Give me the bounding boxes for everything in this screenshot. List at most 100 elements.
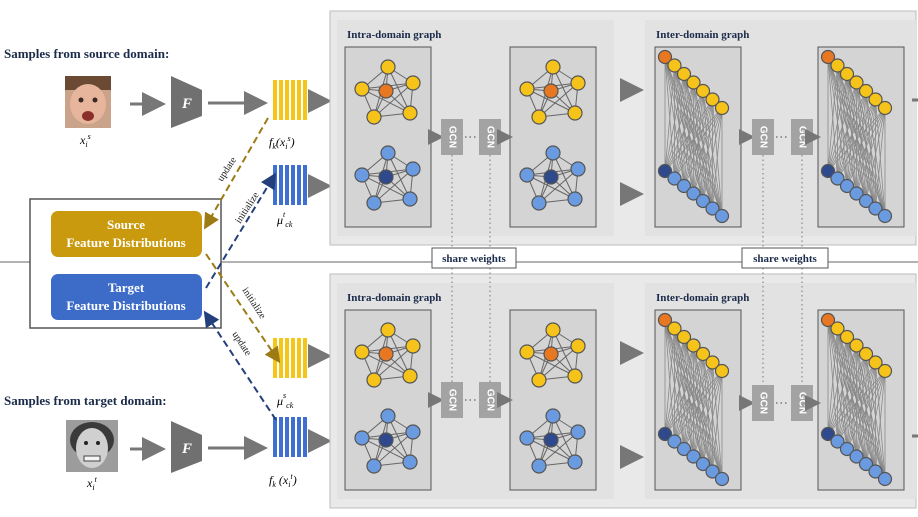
graph-node (380, 322, 396, 338)
feature-stack-target (273, 417, 307, 457)
feature-extractor-source: F (171, 76, 202, 128)
graph-node (686, 186, 701, 201)
graph-node (531, 372, 547, 388)
graph-node (667, 321, 682, 336)
intra-graph-source (354, 322, 421, 388)
svg-text:GCN: GCN (484, 126, 495, 148)
graph-node (657, 49, 673, 65)
graph-node (380, 59, 396, 75)
graph-node (714, 363, 730, 379)
feature-stack-source-mean (273, 338, 307, 378)
graph-node (820, 49, 836, 65)
gcn-block: GCN (791, 385, 813, 421)
graph-node (839, 66, 855, 82)
graph-node (868, 355, 883, 370)
gcn-block: GCN (752, 119, 774, 155)
svg-text:F: F (181, 441, 192, 457)
inter-graph-box-top-output (817, 46, 905, 228)
graph-node (686, 449, 701, 464)
graph-node (354, 344, 370, 360)
graph-node (519, 167, 535, 183)
graph-node (667, 58, 682, 73)
graph-node (354, 167, 370, 183)
source-feature-distributions-box: Source Feature Distributions (51, 211, 202, 257)
graph-node (543, 346, 559, 362)
svg-text:F: F (181, 96, 192, 112)
graph-node (378, 83, 394, 99)
target-feature-distributions-box: Target Feature Distributions (51, 274, 202, 320)
update-arrow-source (204, 117, 269, 230)
intra-graph-source (354, 59, 421, 125)
graph-node (567, 191, 583, 207)
graph-node (830, 321, 845, 336)
feature-extractor-target: F (171, 421, 202, 473)
svg-text:GCN: GCN (757, 126, 768, 148)
graph-node (657, 163, 673, 179)
graph-node (849, 449, 864, 464)
graph-node (667, 434, 682, 449)
graph-node (858, 346, 874, 362)
intra-graph-target (519, 408, 586, 474)
graph-node (545, 145, 561, 161)
graph-node (657, 312, 673, 328)
gcn-block: GCN (791, 119, 813, 155)
gcn-block: GCN (441, 119, 463, 155)
graph-node (519, 344, 535, 360)
samples-source-label: Samples from source domain: (4, 46, 169, 61)
graph-node (839, 329, 855, 345)
graph-node (405, 161, 421, 177)
graph-node (657, 426, 673, 442)
graph-node (405, 424, 421, 440)
intra-graph-source (519, 322, 586, 388)
graph-node (366, 458, 382, 474)
svg-text:GCN: GCN (757, 392, 768, 414)
graph-node (676, 66, 692, 82)
intra-graph-target (354, 145, 421, 211)
graph-node (858, 456, 874, 472)
svg-text:GCN: GCN (796, 392, 807, 414)
graph-node (705, 464, 720, 479)
graph-node (667, 171, 682, 186)
graph-node (676, 441, 692, 457)
graph-node (695, 83, 711, 99)
graph-node (820, 426, 836, 442)
graph-node (686, 75, 701, 90)
graph-node (543, 83, 559, 99)
feature-source-label: fk(xis) (269, 134, 295, 151)
graph-node (402, 191, 418, 207)
gcn-block: GCN (479, 382, 501, 418)
svg-text:GCN: GCN (446, 126, 457, 148)
graph-node (567, 105, 583, 121)
svg-text:GCN: GCN (484, 389, 495, 411)
source-face-image (65, 76, 111, 128)
svg-text:Source: Source (107, 217, 145, 232)
intra-domain-title-top: Intra-domain graph (347, 29, 441, 41)
graph-node (695, 346, 711, 362)
graph-node (402, 105, 418, 121)
graph-node (402, 368, 418, 384)
graph-node (545, 322, 561, 338)
graph-node (695, 456, 711, 472)
graph-node (877, 363, 893, 379)
graph-node (354, 81, 370, 97)
svg-text:Feature Distributions: Feature Distributions (66, 235, 185, 250)
graph-node (366, 109, 382, 125)
feature-target-label: fk (xit) (269, 472, 297, 489)
graph-node (543, 432, 559, 448)
initialize-label-bottom: initialize (239, 286, 268, 322)
share-weights-left: share weights (431, 247, 517, 269)
graph-node (849, 75, 864, 90)
intra-graph-target (519, 145, 586, 211)
graph-node (705, 92, 720, 107)
graph-node (868, 92, 883, 107)
update-label-top: update (215, 155, 239, 184)
graph-node (858, 83, 874, 99)
graph-node (531, 195, 547, 211)
graph-node (405, 75, 421, 91)
inter-graph-box-top-input (654, 46, 742, 228)
graph-node (366, 195, 382, 211)
gcn-block: GCN (479, 119, 501, 155)
mu-source-label: μsck (276, 391, 294, 410)
inter-graph-box-bottom-output (817, 309, 905, 491)
